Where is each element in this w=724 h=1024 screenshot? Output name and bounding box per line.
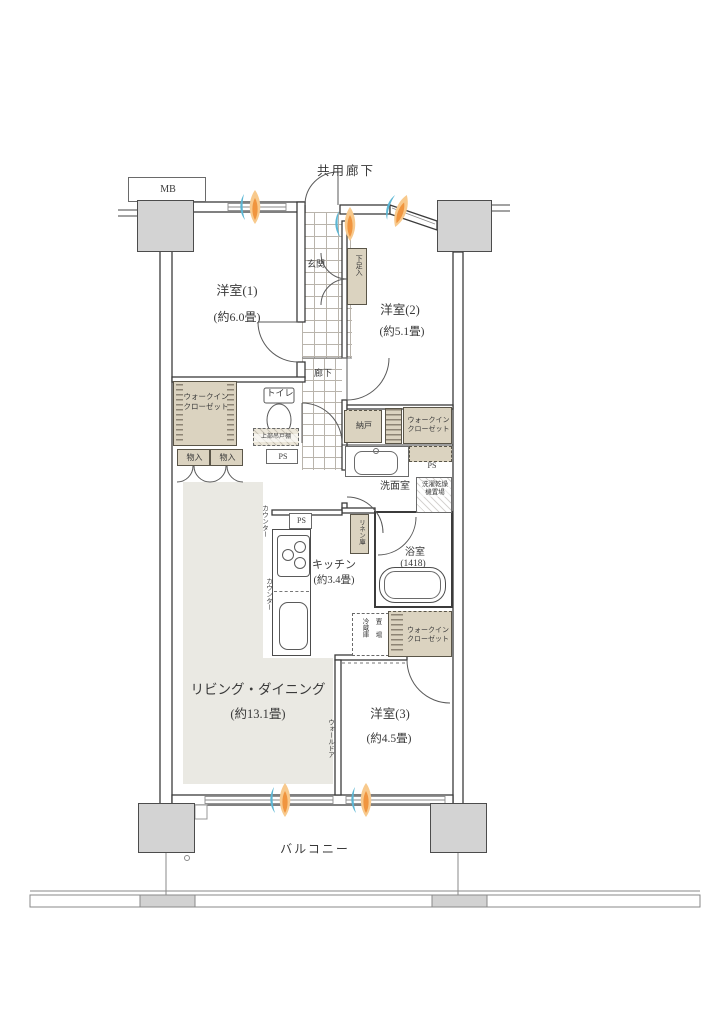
shoe-box: 下足入	[347, 248, 367, 305]
western1-name: 洋室(1)	[216, 283, 258, 298]
washbasin-faucet	[373, 448, 379, 454]
pipe-space-toilet-label: PS	[278, 452, 288, 461]
walk-in-closet-2-label: ウォークイン クローゼット	[407, 416, 450, 434]
pillar-top-right	[437, 200, 492, 252]
pipe-space-2-label: PS	[427, 461, 437, 470]
entrance-label: 玄関	[306, 259, 325, 269]
common-corridor-label: 共用廊下	[316, 164, 375, 178]
closet-2-label: 物入	[219, 453, 236, 462]
closet-1: 物入	[177, 449, 210, 466]
western3-name: 洋室(3)	[370, 707, 410, 721]
balcony-railing	[29, 804, 701, 908]
pillar-bottom-left	[138, 803, 195, 853]
counter-divider	[274, 591, 309, 592]
walk-in-closet-2: ウォークイン クローゼット	[403, 407, 452, 444]
kitchen-counter	[272, 529, 311, 656]
closet-2: 物入	[210, 449, 243, 466]
shoe-box-label: 下足入	[355, 255, 364, 276]
stove-burner	[294, 541, 306, 553]
meter-pipes	[118, 204, 510, 217]
walk-in-closet-2-lower	[409, 446, 452, 462]
pillar-bottom-right	[430, 803, 487, 853]
closet-hatch	[176, 384, 183, 443]
kitchen-name: キッチン	[312, 559, 356, 571]
counter-label-1: カウンター	[260, 504, 268, 538]
upper-cabinet: 上部吊戸棚	[253, 428, 299, 446]
western3-area: (約4.5畳)	[366, 733, 412, 745]
kitchen-area: (約3.4畳)	[313, 575, 355, 586]
stove-burner	[282, 549, 294, 561]
meter-box-label: MB	[160, 184, 176, 195]
stove	[277, 535, 310, 577]
meter-box: MB	[128, 177, 206, 202]
laundry-space: 洗濯乾燥機置場	[416, 477, 452, 513]
corridor-tile-floor	[302, 358, 342, 470]
fridge-space-label-1: 冷蔵庫	[361, 618, 368, 638]
bathroom-walls	[374, 511, 453, 608]
wall-door-label: ウォールドア	[326, 718, 334, 758]
kitchen-sink	[279, 602, 308, 650]
closet-hatch	[227, 384, 234, 443]
upper-cabinet-label: 上部吊戸棚	[254, 434, 298, 442]
bathtub	[379, 567, 446, 603]
living-dining-floor-lower	[183, 658, 333, 784]
counter-label-2: カウンター	[264, 577, 272, 611]
bath-size: (1418)	[400, 559, 426, 569]
walk-in-closet-1-label: ウォークイン クローゼット	[183, 392, 229, 411]
closet-1-label: 物入	[186, 453, 203, 462]
fridge-space: 冷蔵庫 置 場	[352, 613, 389, 656]
western2-area: (約5.1畳)	[379, 326, 425, 338]
washbasin-sink	[354, 451, 398, 475]
laundry-space-label: 洗濯乾燥機置場	[420, 481, 450, 497]
storeroom-label: 納戸	[356, 421, 372, 430]
closet-hatch	[391, 614, 403, 654]
pipe-space-kitchen-label: PS	[297, 516, 306, 525]
corridor-label: 廊下	[313, 368, 332, 378]
storeroom: 納戸	[344, 410, 382, 443]
living-dining-floor	[183, 482, 263, 660]
linen-storage: リネン庫	[350, 514, 369, 554]
balcony-label: バルコニー	[280, 842, 350, 856]
walk-in-closet-1: ウォークイン クローゼット	[173, 381, 237, 446]
walk-in-closet-3-label: ウォークイン クローゼット	[407, 626, 449, 644]
living-dining-name: リビング・ダイニング	[190, 682, 326, 697]
walk-in-closet-2-hatch	[385, 408, 402, 444]
washroom-label: 洗面室	[380, 481, 410, 492]
doors	[176, 171, 451, 704]
western2-name: 洋室(2)	[380, 303, 420, 317]
linen-storage-label: リネン庫	[357, 519, 365, 545]
walk-in-closet-3: ウォークイン クローゼット	[388, 611, 452, 657]
fridge-space-label-2: 置 場	[374, 618, 381, 638]
toilet-label: トイレ	[266, 388, 294, 398]
pillar-top-left	[137, 200, 194, 252]
living-dining-area: (約13.1畳)	[230, 707, 286, 721]
pipe-space-kitchen: PS	[289, 513, 312, 529]
pipe-space-toilet: PS	[266, 449, 298, 464]
western1-area: (約6.0畳)	[213, 310, 261, 324]
washbasin-counter	[345, 446, 409, 477]
bath-name: 浴室	[405, 547, 425, 558]
stove-burner	[294, 557, 306, 569]
bathtub-inner	[384, 571, 441, 599]
